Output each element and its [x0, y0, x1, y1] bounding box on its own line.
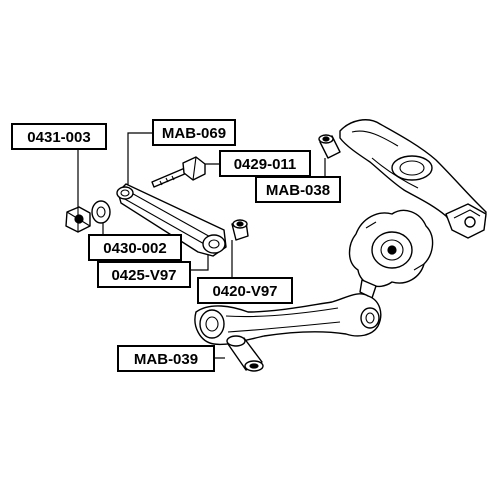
- label-0431-003: 0431-003: [11, 123, 107, 150]
- label-text: MAB-069: [162, 125, 226, 142]
- leader-mab-069: [127, 132, 155, 185]
- label-mab-039: MAB-039: [117, 345, 215, 372]
- label-0429-011: 0429-011: [219, 150, 311, 177]
- leader-lines: [77, 132, 326, 359]
- label-text: 0420-V97: [212, 283, 277, 300]
- label-text: 0429-011: [234, 156, 297, 173]
- leader-0425-v97: [189, 252, 209, 271]
- label-text: MAB-039: [134, 351, 198, 368]
- bolt-part: [151, 156, 206, 188]
- label-0430-002: 0430-002: [88, 234, 182, 261]
- label-0420-v97: 0420-V97: [197, 277, 293, 304]
- trailing-arm-assembly: [339, 119, 487, 239]
- small-bushing-part: [231, 219, 249, 241]
- lateral-link-arm: [116, 183, 227, 257]
- label-mab-069: MAB-069: [152, 119, 236, 146]
- nut-part: [65, 206, 91, 233]
- label-text: 0430-002: [103, 240, 166, 257]
- label-0425-v97: 0425-V97: [97, 261, 191, 288]
- label-text: 0425-V97: [111, 267, 176, 284]
- label-text: MAB-038: [266, 182, 330, 199]
- label-text: 0431-003: [27, 129, 90, 146]
- bushing-mab-039: [226, 335, 264, 372]
- lower-control-arm: [194, 293, 382, 346]
- washer-part: [91, 200, 111, 224]
- knuckle-part: [348, 209, 434, 299]
- bushing-mab-038: [318, 134, 341, 159]
- label-mab-038: MAB-038: [255, 176, 341, 203]
